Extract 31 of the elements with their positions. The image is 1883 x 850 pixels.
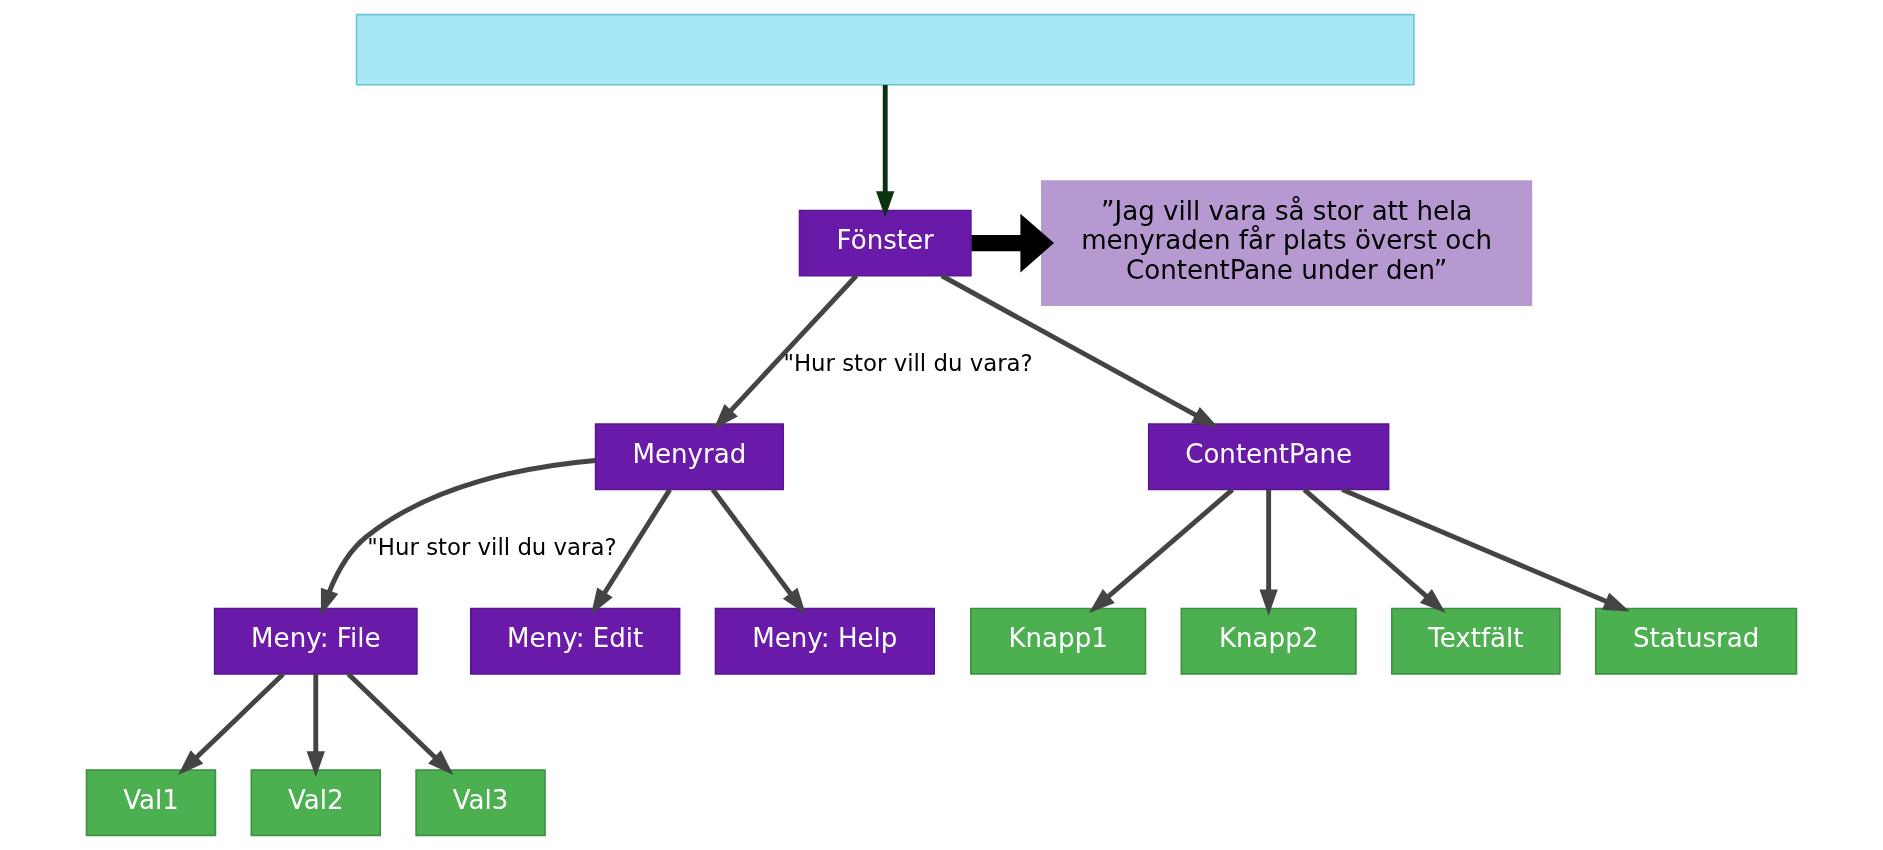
arrow (306, 674, 325, 778)
node-box: Statusrad (1594, 607, 1798, 675)
node-box: Fönster (798, 209, 972, 277)
node-box (355, 13, 1415, 86)
edge-label: "Hur stor vill du vara? (367, 534, 617, 561)
arrow (1259, 489, 1278, 616)
node-box: Menyrad (594, 423, 785, 491)
arrow (710, 488, 806, 615)
arrow (876, 84, 895, 218)
node-box: Knapp2 (1180, 607, 1357, 675)
arrow (940, 273, 1219, 428)
arrow (591, 488, 672, 615)
node-box: Meny: Help (714, 607, 935, 675)
arrow (713, 274, 859, 430)
arrow (178, 672, 285, 775)
arrow (346, 672, 454, 775)
node-box: Meny: File (213, 607, 418, 675)
node-box: ”Jag vill vara så stor att hela menyraden får plats överst och ContentPane under den” (1041, 180, 1533, 306)
node-box: Textfält (1391, 607, 1561, 675)
arrow (1302, 487, 1446, 614)
node-box: Val2 (250, 769, 382, 837)
arrow (1088, 487, 1235, 614)
edge-label: "Hur stor vill du vara? (783, 349, 1033, 376)
node-box: Meny: Edit (469, 607, 681, 675)
node-box: ContentPane (1147, 423, 1390, 491)
node-box: Val3 (415, 769, 546, 837)
arrow (1341, 487, 1630, 612)
node-box: Val1 (85, 769, 217, 837)
node-box: Knapp1 (970, 607, 1147, 675)
arrow (971, 213, 1054, 273)
arrow (320, 458, 596, 616)
